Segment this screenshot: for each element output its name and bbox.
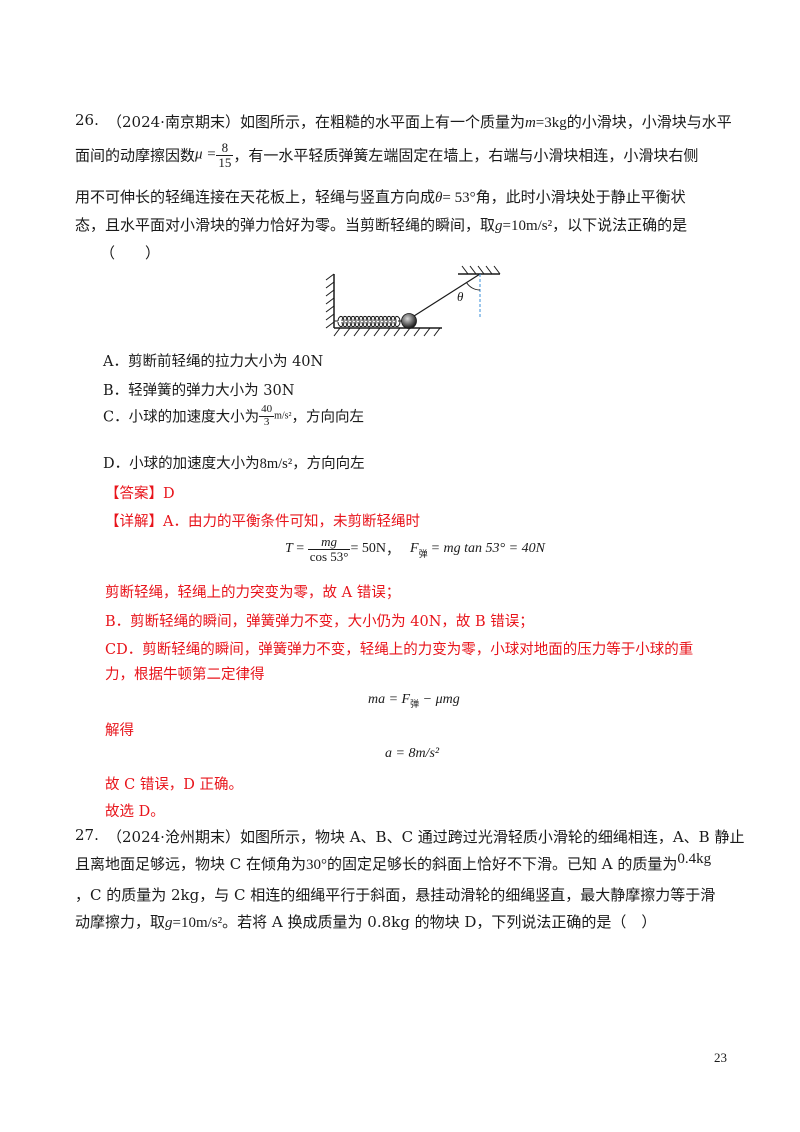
q27-mass: 0.4kg [677, 851, 712, 867]
q27-line2-text-a: 且离地面足够远，物块 C 在倾角为 [75, 855, 307, 873]
q26-line1-text-a: （2024·南京期末）如图所示，在粗糙的水平面上有一个质量为 [107, 113, 525, 131]
conclusion-2: 故选 D。 [105, 804, 165, 820]
ceiling-hatch [461, 265, 501, 275]
eq1-result: = 50N [350, 541, 386, 557]
eq2-f: F [410, 541, 419, 557]
q26-line3: 用不可伸长的轻绳连接在天花板上，轻绳与竖直方向成θ= 53°角，此时小滑块处于静… [75, 186, 686, 207]
q26-line1-text-b: 的小滑块，小滑块与水平 [566, 113, 732, 131]
option-d-value: 8m/s² [259, 456, 293, 472]
option-d-text-b: ，方向向左 [292, 456, 365, 472]
line-a: 剪断轻绳，轻绳上的力突变为零，故 A 错误； [105, 585, 401, 601]
q26-answer-paren: （ ） [100, 244, 161, 262]
q27-g-symbol: g [165, 915, 173, 931]
q26-line3-text-a: 用不可伸长的轻绳连接在天花板上，轻绳与竖直方向成 [75, 188, 436, 206]
q26-number: 26. [75, 111, 99, 129]
equation-4: a = 8m/s² [385, 745, 439, 762]
q27-line2-text-b: 的固定足够长的斜面上恰好不下滑。已知 A 的质量为 [327, 855, 678, 873]
theta-label: θ [457, 289, 464, 304]
wall-hatch [325, 273, 335, 329]
q27-line4-text-b: 。若将 A 换成质量为 0.8kg 的物块 D，下列说法正确的是（ ） [222, 913, 657, 931]
eq1-num: mg [307, 535, 351, 550]
q27-line1: （2024·沧州期末）如图所示，物块 A、B、C 通过跨过光滑轻质小滑轮的细绳相… [107, 828, 745, 846]
q27-line3: ，C 的质量为 2kg，与 C 相连的细绳平行于斜面，悬挂动滑轮的细绳竖直，最大… [75, 886, 716, 904]
line-b: B．剪断轻绳的瞬间，弹簧弹力不变，大小仍为 40N，故 B 错误； [105, 614, 534, 630]
q26-mass-symbol: m [524, 115, 536, 131]
q27-g-value: =10m/s² [172, 915, 223, 931]
eq2-sub: 弹 [418, 549, 428, 560]
option-c-num: 40 [259, 403, 275, 417]
q27-angle: 30° [306, 857, 328, 873]
q27-line4: 动摩擦力，取g=10m/s²。若将 A 换成质量为 0.8kg 的物块 D，下列… [75, 911, 656, 932]
option-c-text-b: ，方向向左 [291, 409, 365, 426]
page-number: 23 [714, 1050, 727, 1065]
option-a: A．剪断前轻绳的拉力大小为 40N [103, 354, 324, 370]
q26-line2-text-a: 面间的动摩擦因数 [75, 146, 196, 165]
eq3-right: − μmg [419, 692, 460, 707]
option-c-text-a: C．小球的加速度大小为 [103, 409, 260, 426]
answer-line: 【答案】D [105, 486, 175, 502]
q27-line2: 且离地面足够远，物块 C 在倾角为30°的固定足够长的斜面上恰好不下滑。已知 A… [75, 851, 712, 874]
eq1-den: cos 53° [309, 548, 349, 564]
line-cd-2: 力，根据牛顿第二定律得 [105, 667, 265, 683]
q26-mu-char: μ [195, 146, 203, 163]
q26-mu-den: 15 [218, 154, 232, 170]
ball [401, 313, 417, 329]
eq2-rest: = mg tan 53° = 40N [430, 541, 545, 557]
q26-theta-value: = 53° [442, 190, 476, 206]
spring [334, 316, 402, 327]
eq1-equals: = [292, 541, 308, 557]
q26-theta-symbol: θ [435, 190, 443, 206]
option-c-unit: m/s² [274, 410, 292, 422]
jiede: 解得 [105, 723, 134, 739]
q27-line4-text-a: 动摩擦力，取 [75, 913, 166, 931]
q26-line2-text-b: ，有一水平轻质弹簧左端固定在墙上，右端与小滑块相连，小滑块右侧 [233, 146, 699, 165]
detail-head: 【详解】A．由力的平衡条件可知，未剪断轻绳时 [105, 514, 420, 530]
option-d-text-a: D．小球的加速度大小为 [103, 456, 260, 472]
q26-mu-symbol: μ = [195, 146, 217, 163]
eq3-left: ma = F [368, 692, 411, 707]
eq1-separator: ， [386, 542, 400, 559]
eq1-t: T [285, 541, 293, 557]
q27-number: 27. [75, 826, 99, 844]
q26-line4-text-a: 态，且水平面对小滑块的弹力恰好为零。当剪断轻绳的瞬间，取 [75, 216, 496, 234]
rope [413, 273, 481, 317]
q26-line3-text-b: 角，此时小滑块处于静止平衡状 [475, 188, 686, 206]
q26-line4-text-b: ，以下说法正确的是 [552, 216, 688, 234]
option-b: B．轻弹簧的弹力大小为 30N [103, 383, 295, 399]
q26-line4: 态，且水平面对小滑块的弹力恰好为零。当剪断轻绳的瞬间，取g=10m/s²，以下说… [75, 214, 687, 235]
spring-block-figure: θ [325, 265, 501, 337]
floor-hatch [333, 327, 441, 337]
eq4: a = 8m/s² [385, 746, 440, 761]
q26-g-symbol: g [495, 218, 503, 234]
q26-mu-num: 8 [216, 141, 234, 156]
q26-mass-value: =3kg [535, 115, 567, 131]
equation-3: ma = F弹 − μmg [368, 691, 460, 710]
option-c-den: 3 [263, 415, 270, 428]
line-cd-1: CD．剪断轻绳的瞬间，弹簧弹力不变，轻绳上的力变为零，小球对地面的压力等于小球的… [105, 642, 694, 658]
option-d: D．小球的加速度大小为8m/s²，方向向左 [103, 452, 365, 473]
angle-arc [466, 282, 481, 291]
q26-line1: （2024·南京期末）如图所示，在粗糙的水平面上有一个质量为m=3kg的小滑块，… [107, 111, 732, 132]
conclusion-1: 故 C 错误，D 正确。 [105, 777, 244, 793]
eq3-sub: 弹 [410, 699, 420, 710]
q26-g-value: =10m/s² [502, 218, 553, 234]
